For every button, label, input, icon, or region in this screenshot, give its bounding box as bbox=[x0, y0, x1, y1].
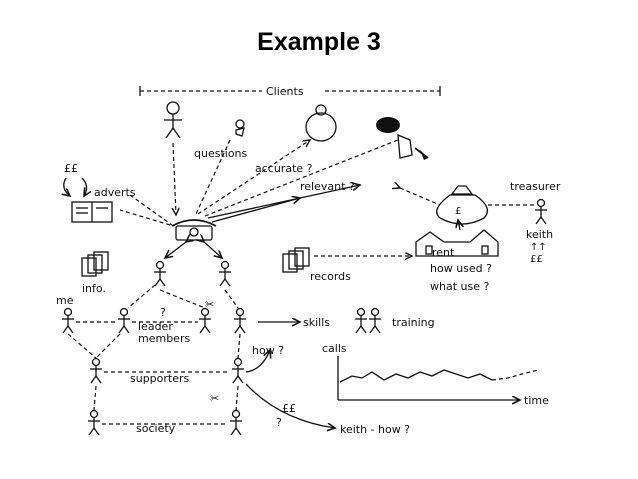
rent-label: rent bbox=[432, 246, 455, 259]
telephone-icon bbox=[171, 219, 217, 241]
person-at-phone-right bbox=[218, 260, 232, 287]
society-label: society bbox=[136, 422, 176, 435]
supporter-figure-right bbox=[231, 357, 245, 384]
keith-treasurer-label: keith bbox=[526, 228, 553, 241]
me-label: me bbox=[56, 294, 74, 307]
scissors-icon-lower: ✂ bbox=[210, 392, 219, 405]
client-figure-stick bbox=[164, 101, 182, 139]
clients-label: Clients bbox=[266, 85, 304, 98]
treasurer-figure bbox=[534, 198, 548, 225]
pounds-label-adverts: ££ bbox=[64, 162, 78, 175]
person-at-phone-left bbox=[153, 260, 167, 287]
society-figure-right bbox=[229, 409, 243, 436]
accurate-label: accurate ? bbox=[255, 162, 313, 175]
leader-label: leader bbox=[138, 320, 173, 333]
supporter-figure-left bbox=[89, 357, 103, 384]
svg-text:£: £ bbox=[455, 206, 461, 217]
member-figure-1 bbox=[198, 307, 212, 334]
supporters-label: supporters bbox=[130, 372, 190, 385]
adverts-label: adverts bbox=[94, 186, 136, 199]
calls-trend-chart bbox=[337, 356, 539, 400]
trainer-figure-2 bbox=[368, 307, 382, 334]
building-rent-icon bbox=[415, 229, 499, 257]
client-figure-dark-hair bbox=[376, 117, 429, 160]
time-axis-label: time bbox=[524, 394, 549, 407]
relevant-label: relevant ? bbox=[300, 180, 355, 193]
skills-label: skills bbox=[303, 316, 330, 329]
leader-figure bbox=[117, 307, 131, 334]
training-label: training bbox=[392, 316, 435, 329]
question-mark-leader: ? bbox=[160, 306, 166, 319]
treasurer-label: treasurer bbox=[510, 180, 561, 193]
slide-title: Example 3 bbox=[257, 28, 381, 56]
members-label: members bbox=[138, 332, 190, 345]
info-label: info. bbox=[82, 282, 106, 295]
calls-axis-label: calls bbox=[322, 342, 347, 355]
keith-how-label: keith - how ? bbox=[340, 423, 410, 436]
society-figure-left bbox=[87, 409, 101, 436]
pounds-label-lower: ££ bbox=[282, 402, 296, 415]
member-figure-2 bbox=[233, 307, 247, 334]
questions-label: questions bbox=[194, 147, 248, 160]
client-figure-round bbox=[305, 104, 337, 142]
money-bag-icon: £ bbox=[436, 185, 489, 225]
records-label: records bbox=[310, 270, 351, 283]
scissors-icon: ✂ bbox=[205, 298, 214, 311]
what-use-label: what use ? bbox=[430, 280, 489, 293]
keith-pounds: ££ bbox=[530, 254, 543, 265]
question-mark-lower: ? bbox=[276, 416, 282, 429]
me-figure bbox=[61, 307, 75, 334]
clients-boundary: Clients bbox=[139, 85, 441, 98]
client-figure-small bbox=[235, 119, 245, 137]
newspaper-icon bbox=[71, 201, 113, 223]
trainer-figure-1 bbox=[354, 307, 368, 334]
info-documents-icon bbox=[81, 251, 109, 277]
how-used-label: how used ? bbox=[430, 262, 492, 275]
records-files-icon bbox=[282, 247, 310, 273]
keith-arrows: ↑↑ bbox=[530, 242, 547, 253]
